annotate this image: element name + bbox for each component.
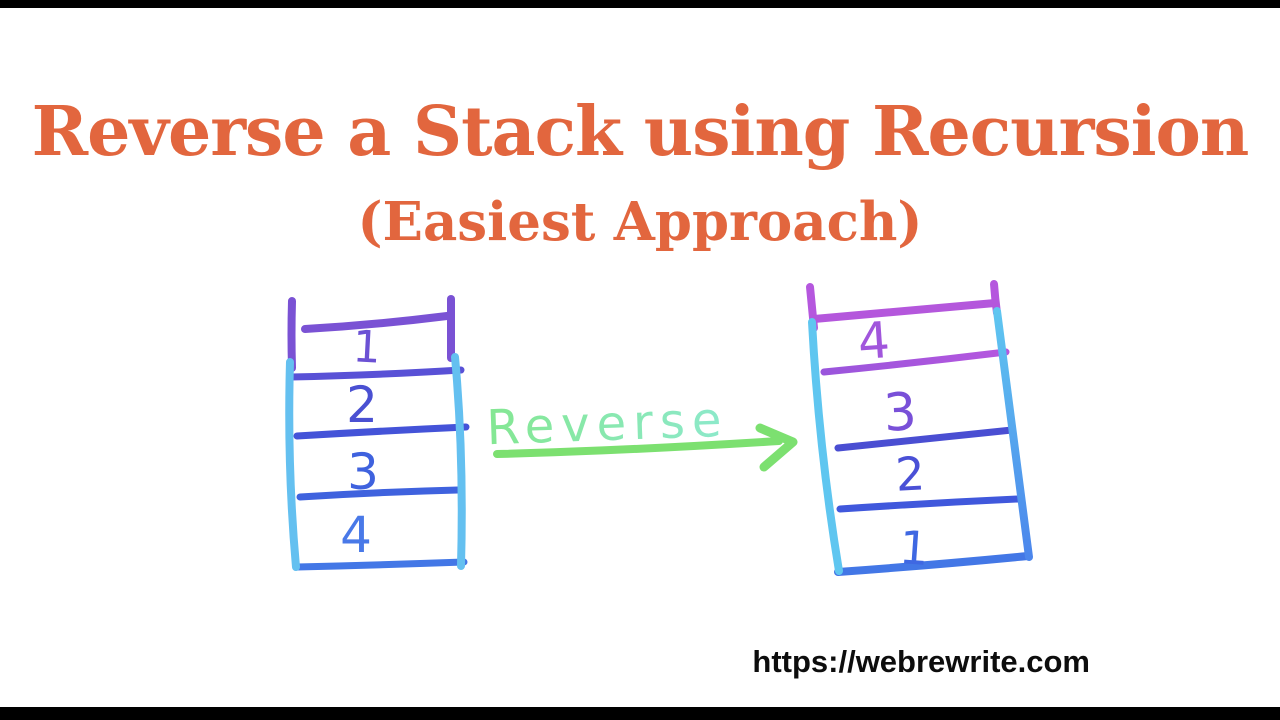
page-subtitle: (Easiest Approach) <box>357 191 923 253</box>
left-stack: 1 2 3 4 <box>285 295 470 571</box>
right-stack-item-1: 1 <box>898 520 931 576</box>
left-stack-top-line <box>301 312 451 333</box>
page-title: Reverse a Stack using Recursion <box>31 92 1250 172</box>
right-stack-item-3: 3 <box>882 382 918 444</box>
letterbox-top-bar <box>0 0 1280 8</box>
right-stack-divider-4 <box>820 348 1010 376</box>
left-stack-divider-3 <box>296 486 462 501</box>
right-stack: 4 3 2 1 <box>806 280 1033 576</box>
left-stack-divider-2 <box>293 423 470 440</box>
right-stack-left-rail <box>808 318 843 575</box>
left-stack-item-3: 3 <box>347 443 379 501</box>
left-stack-item-1: 1 <box>351 321 382 373</box>
left-stack-item-4: 4 <box>340 506 372 564</box>
right-stack-divider-2 <box>836 495 1022 513</box>
reverse-arrow-head <box>755 423 798 472</box>
right-stack-item-4: 4 <box>856 311 892 371</box>
website-url: https://webrewrite.com <box>752 644 1090 679</box>
reverse-arrow-group: Reverse <box>486 392 798 472</box>
left-stack-item-2: 2 <box>346 376 378 434</box>
left-stack-divider-1 <box>287 366 465 381</box>
right-stack-top-line <box>810 299 999 323</box>
right-stack-right-rail <box>993 307 1033 561</box>
left-stack-right-rail <box>451 353 466 570</box>
reverse-arrow-shaft <box>493 437 783 458</box>
left-stack-left-rail <box>285 358 300 571</box>
right-stack-bottom-line <box>834 552 1032 576</box>
letterbox-bottom-bar <box>0 707 1280 720</box>
right-stack-item-2: 2 <box>894 446 926 501</box>
right-stack-divider-3 <box>834 426 1016 452</box>
left-stack-top-left-tick <box>287 297 296 372</box>
left-stack-bottom-line <box>293 558 468 571</box>
